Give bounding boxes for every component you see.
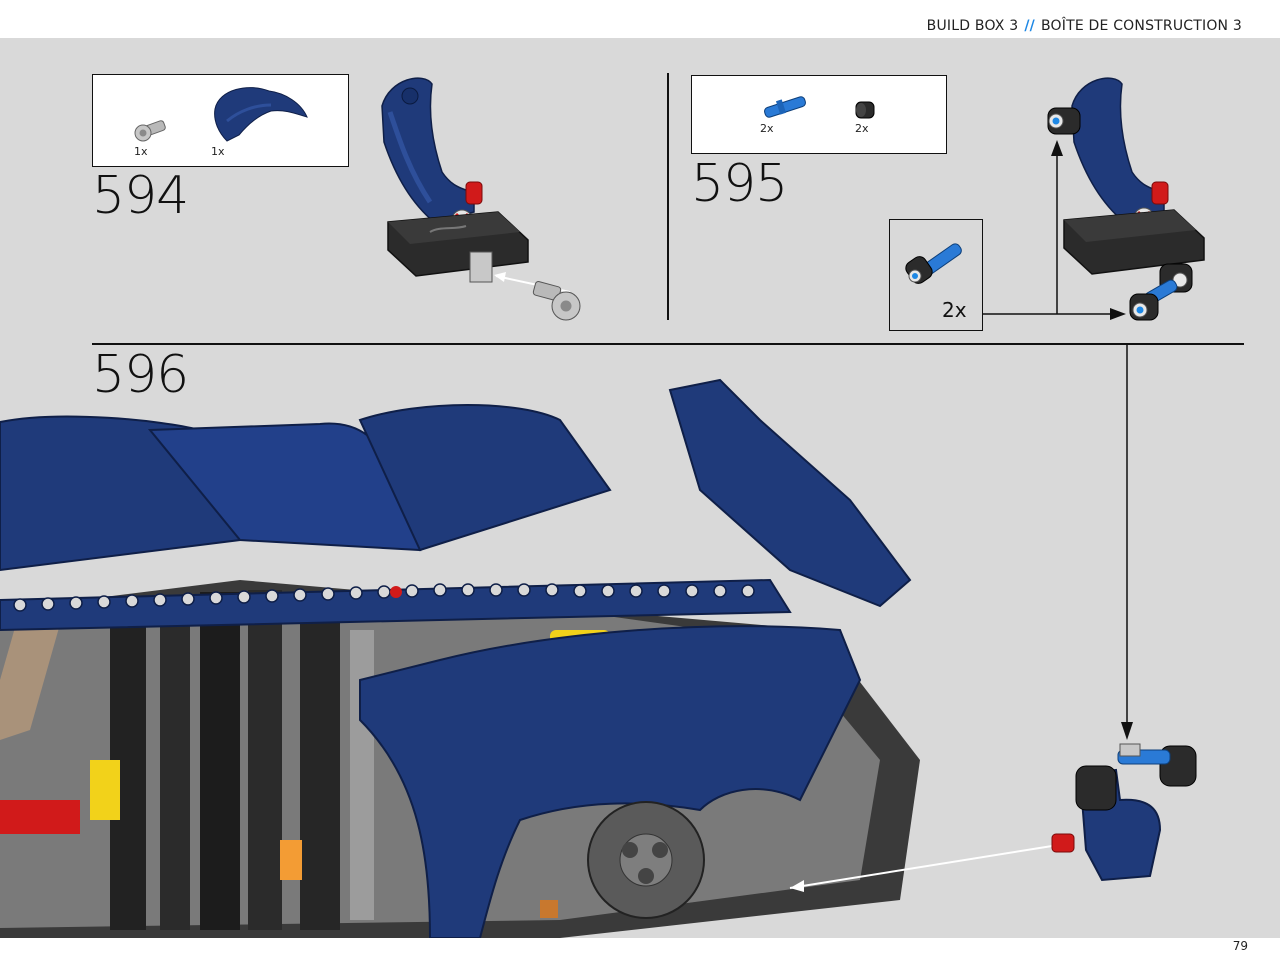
step-number-596: 596 [92, 345, 189, 405]
callout-quantity: 2x [942, 298, 967, 322]
parts-box-594: 1x 1x [92, 74, 349, 167]
build-box-label-fr: BOÎTE DE CONSTRUCTION 3 [1040, 18, 1242, 34]
part-qty: 2x [855, 122, 869, 135]
part-qty: 2x [760, 122, 774, 135]
pin-with-bush-icon [905, 243, 962, 284]
part-qty: 1x [134, 145, 148, 158]
step-number-594: 594 [92, 166, 189, 226]
step-number-595: 595 [691, 154, 788, 214]
black-bush-icon [855, 101, 875, 119]
step-divider-vertical [667, 73, 669, 320]
step-595-assembly-illustration [1047, 77, 1205, 321]
page-footer [0, 938, 1280, 974]
parts-box-595: 2x 2x [691, 75, 947, 154]
step-divider-horizontal [92, 343, 1244, 345]
subassembly-drop-arrow [1121, 344, 1133, 740]
subassembly-callout: 2x [889, 219, 983, 331]
light-gray-axle-pin-connector-icon [134, 120, 166, 142]
hinge-subassembly-illustration [789, 743, 1197, 892]
blue-axle-pin-icon [764, 96, 806, 118]
build-box-title: BUILD BOX 3 // BOÎTE DE CONSTRUCTION 3 [927, 18, 1242, 34]
build-box-label: BUILD BOX 3 [926, 18, 1019, 34]
dark-blue-curved-panel-icon [214, 87, 308, 142]
title-separator: // [1024, 18, 1035, 34]
part-qty: 1x [211, 145, 225, 158]
beam-pin-holes [13, 583, 755, 612]
page-number: 79 [1232, 939, 1248, 953]
callout-arrows [983, 140, 1126, 320]
page-header: BUILD BOX 3 // BOÎTE DE CONSTRUCTION 3 [0, 0, 1280, 38]
car-model-illustration [0, 378, 920, 939]
step-594-assembly-illustration [381, 77, 581, 321]
